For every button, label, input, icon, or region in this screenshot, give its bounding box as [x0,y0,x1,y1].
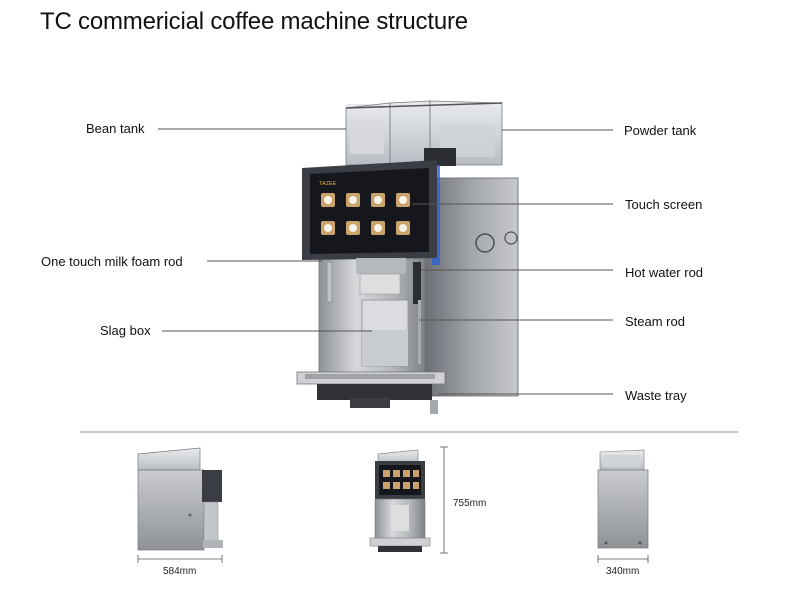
dimension-height: 755mm [453,498,487,509]
screen-brand: TAZEE [319,181,337,187]
touch-screen: TAZEE [302,160,437,260]
label-touch-screen: Touch screen [625,197,703,212]
side-emblem-icon [475,233,495,253]
dimension-depth: 584mm [163,566,197,577]
label-slag-box: Slag box [100,323,151,338]
label-steam-rod: Steam rod [625,314,685,329]
label-powder-tank: Powder tank [624,123,697,138]
label-bean-tank: Bean tank [86,121,145,136]
label-hot-water-rod: Hot water rod [625,265,704,280]
side-view [137,447,223,563]
label-waste-tray: Waste tray [625,388,687,403]
dimension-width: 340mm [606,566,640,577]
label-milk-foam-rod: One touch milk foam rod [41,254,183,269]
main-machine: TAZEE [296,100,519,414]
page-title: TC commericial coffee machine structure [40,8,468,35]
front-view [369,446,448,554]
leader-lines [158,128,613,395]
back-view [597,449,649,563]
hopper-group [345,100,503,166]
